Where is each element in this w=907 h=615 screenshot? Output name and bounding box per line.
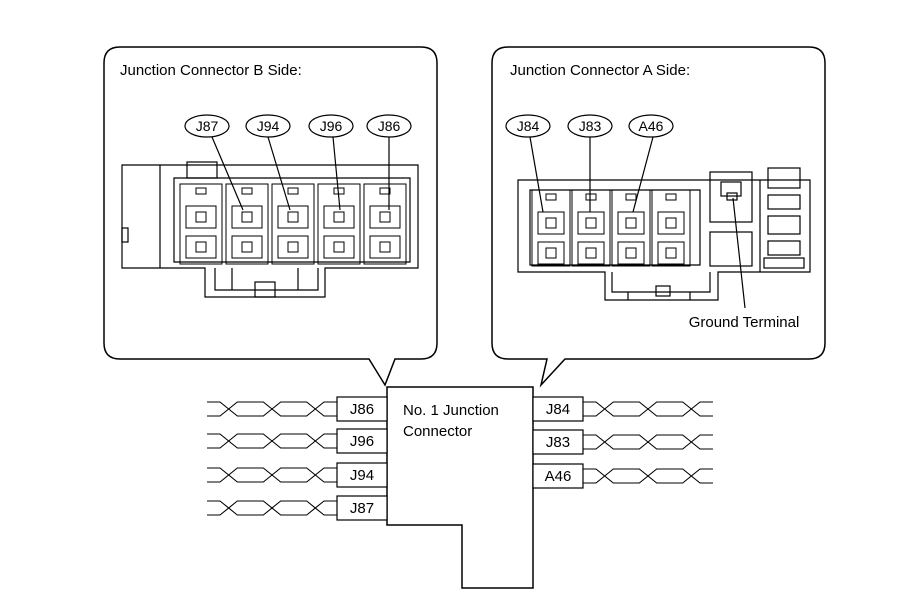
left-terminal-label: J94	[350, 467, 374, 484]
pin-label-j83: J83	[579, 118, 602, 134]
connector-cavity-column	[611, 189, 651, 267]
twisted-wire	[207, 401, 337, 417]
connector-cavity-column	[225, 183, 269, 265]
harness-wires	[207, 401, 713, 516]
leader-j84	[529, 136, 544, 213]
twisted-wire	[207, 433, 337, 449]
pin-label-oval-a46	[628, 114, 674, 138]
right-terminal-j83: J83	[532, 429, 584, 455]
connector-cavity-column	[571, 189, 611, 267]
leader-j96	[332, 136, 341, 211]
pin-label-a46: A46	[639, 118, 664, 134]
callout-a-title: Junction Connector A Side:	[510, 62, 690, 79]
pin-label-oval-j84	[505, 114, 551, 138]
right-terminal-a46: A46	[532, 463, 584, 489]
pin-label-oval-j96	[308, 114, 354, 138]
pin-label-j94: J94	[257, 118, 280, 134]
junction-title-line1: No. 1 Junction	[403, 402, 499, 419]
left-terminal-label: J86	[350, 401, 374, 418]
callout-a-pins	[505, 114, 746, 309]
right-terminal-label: J83	[546, 434, 570, 451]
callout-b-title: Junction Connector B Side:	[120, 62, 302, 79]
right-terminal-j84: J84	[532, 396, 584, 422]
left-terminal-j94: J94	[336, 462, 388, 488]
junction-title-line2: Connector	[403, 423, 472, 440]
connector-cavity-column	[531, 189, 571, 267]
junction-block	[386, 386, 534, 589]
right-terminal-label: A46	[545, 468, 572, 485]
callout-b-bubble	[103, 46, 438, 387]
connector-b-cavities	[179, 183, 407, 265]
twisted-wire	[207, 467, 337, 483]
connector-cavity-column	[179, 183, 223, 265]
right-terminal-label: J84	[546, 401, 570, 418]
twisted-wire	[583, 401, 713, 417]
left-terminal-label: J87	[350, 500, 374, 517]
left-terminal-j86: J86	[336, 396, 388, 422]
leader-a46	[632, 136, 654, 213]
pin-label-oval-j87	[184, 114, 230, 138]
connector-cavity-column	[317, 183, 361, 265]
connector-b-housing	[121, 161, 419, 298]
twisted-wire	[207, 500, 337, 516]
pin-label-j84: J84	[517, 118, 540, 134]
connector-cavity-column	[363, 183, 407, 265]
leader-j94	[267, 136, 291, 211]
pin-label-j96: J96	[320, 118, 343, 134]
leader-ground	[732, 197, 746, 309]
ground-terminal-label: Ground Terminal	[689, 314, 800, 331]
twisted-wire	[583, 468, 713, 484]
twisted-wire	[583, 434, 713, 450]
left-terminal-j96: J96	[336, 428, 388, 454]
connector-cavity-column	[271, 183, 315, 265]
leader-j87	[211, 136, 244, 211]
pin-label-j87: J87	[196, 118, 219, 134]
left-terminal-j87: J87	[336, 495, 388, 521]
callout-b-pins	[184, 114, 412, 211]
pin-label-j86: J86	[378, 118, 401, 134]
connector-cavity-column	[651, 189, 691, 267]
connector-a-cavities	[531, 189, 691, 267]
left-terminal-label: J96	[350, 433, 374, 450]
